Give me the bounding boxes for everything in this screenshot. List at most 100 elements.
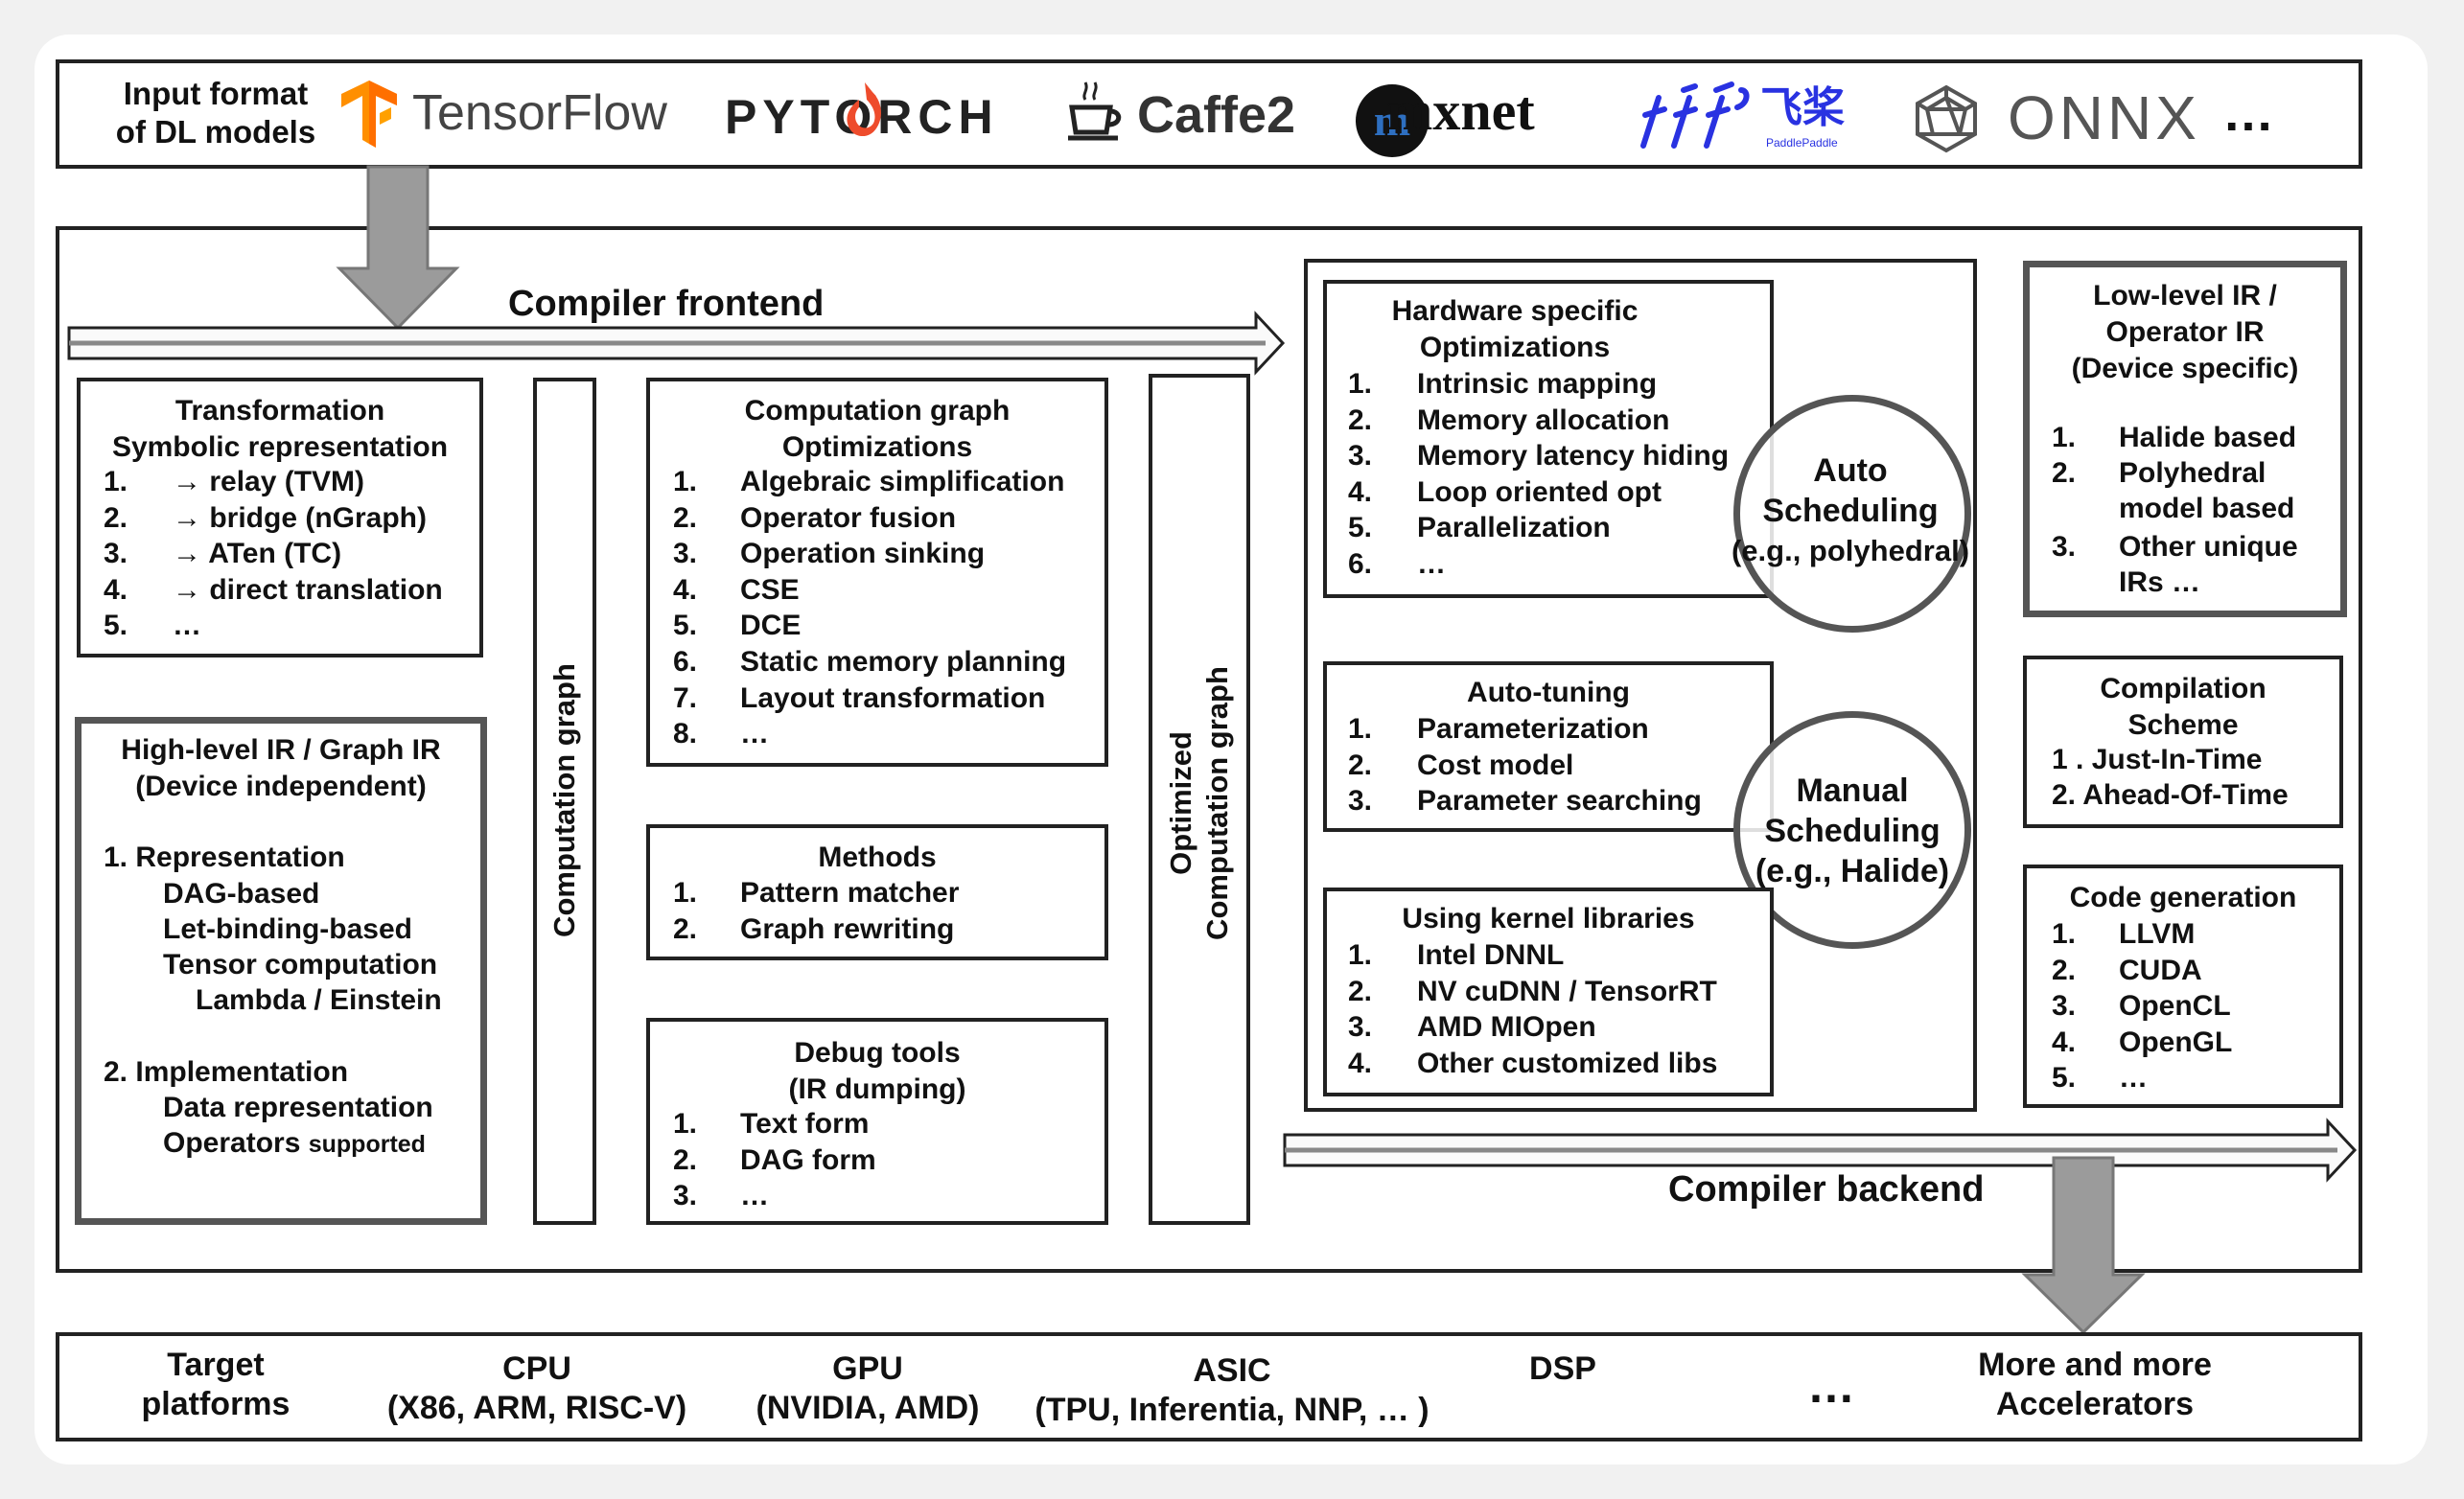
list-item-text: Parameterization — [1417, 713, 1649, 745]
list-item-text: → ATen (TC) — [173, 538, 342, 570]
target-cpu: CPU (X86, ARM, RISC-V) — [386, 1350, 687, 1426]
graph-optimizations-title: Computation graph Optimizations — [744, 395, 1011, 463]
list-item-text: … — [1417, 547, 1446, 580]
list-item-text: CSE — [740, 573, 800, 606]
targets-down-arrow — [2021, 1156, 2146, 1335]
low-level-ir-box — [2023, 261, 2347, 617]
list-item: 1.Pattern matcher — [673, 875, 1104, 911]
input-format-label: Input format of DL models — [115, 76, 316, 150]
representation-subitem-lambda: Lambda / Einstein — [196, 984, 442, 1016]
targets-label: Target platforms — [141, 1347, 291, 1422]
target-asic: ASIC (TPU, Inferentia, NNP, … ) — [1034, 1352, 1430, 1428]
target-more-accelerators: More and more Accelerators — [1978, 1347, 2212, 1422]
list-item-text: Parameter searching — [1417, 785, 1702, 818]
hardware-optimizations-title: Hardware specific Optimizations — [1391, 295, 1639, 363]
list-item-number: 2. — [1348, 975, 1373, 1007]
list-item-number: 2. — [673, 501, 698, 534]
list-item-number: 4. — [673, 573, 698, 606]
list-item-text: Algebraic simplification — [740, 466, 1065, 497]
list-item: 3.AMD MIOpen — [1348, 1009, 1770, 1046]
list-item: 4. OpenGL — [2052, 1025, 2330, 1061]
list-item-text: … — [173, 610, 201, 642]
frontend-title: Compiler frontend — [508, 284, 825, 324]
paddlepaddle-subname: PaddlePaddle — [1766, 136, 1838, 150]
list-item-text: Pattern matcher — [740, 877, 960, 909]
list-item: 2.DAG form — [673, 1142, 1104, 1179]
representation-item-tensor: Tensor computation — [163, 949, 438, 980]
list-item-text: → bridge (nGraph) — [173, 501, 427, 534]
list-item: 2. NV cuDNN / TensorRT — [1348, 974, 1770, 1010]
list-item: 8.… — [673, 716, 1104, 752]
list-item-number: 5. — [2052, 1062, 2077, 1095]
low-ir-item-2b: model based — [2119, 493, 2295, 524]
list-item: 4. CSE — [673, 572, 1104, 609]
representation-item-let: Let-binding-based — [163, 913, 412, 945]
low-ir-item-2a: Polyhedral — [2119, 457, 2266, 489]
list-item-text: NV cuDNN / TensorRT — [1417, 975, 1717, 1007]
auto-scheduling-circle — [1733, 395, 1971, 633]
list-item: 2. Graph rewriting — [673, 911, 1104, 948]
list-item-text: OpenGL — [2119, 1026, 2233, 1058]
list-item-text: Operation sinking — [740, 538, 986, 570]
list-item-text: Layout transformation — [740, 681, 1046, 714]
optimized-graph-label: Optimized Computation graph — [1164, 666, 1234, 940]
list-item: 3.Parameter searching — [1348, 783, 1770, 819]
list-item: 3.OpenCL — [2052, 988, 2330, 1025]
list-item-number: 2. — [1348, 404, 1373, 436]
list-item-number: 1. — [2052, 918, 2077, 950]
list-item-number: 2. — [673, 1143, 698, 1176]
target-platforms-bar — [56, 1332, 2362, 1441]
list-item: 2. Memory allocation — [1348, 403, 1789, 439]
list-item-number: 1. — [1348, 713, 1373, 745]
list-item: 3. Operation sinking — [673, 536, 1104, 572]
low-ir-num-3: 3. — [2052, 531, 2077, 563]
list-item-number: 2. — [673, 912, 698, 945]
mxnet-name: mxnet — [1386, 80, 1535, 142]
list-item-number: 7. — [673, 681, 698, 714]
auto-tuning-title: Auto-tuning — [1467, 677, 1630, 708]
backend-title: Compiler backend — [1668, 1169, 1985, 1210]
list-item-text: Intel DNNL — [1417, 939, 1565, 971]
list-item: 1.Intrinsic mapping — [1348, 366, 1789, 403]
list-item-text: → direct translation — [173, 573, 443, 606]
list-item: 4.Other customized libs — [1348, 1046, 1770, 1082]
list-item-number: 3. — [673, 538, 698, 570]
list-item-number: 1. — [673, 466, 698, 497]
list-item: 2.Cost model — [1348, 748, 1770, 784]
list-item-text: … — [740, 1180, 769, 1212]
list-item: 1.→ relay (TVM) — [104, 464, 477, 500]
list-item: 4.→ direct translation — [104, 572, 477, 609]
list-item-text: Memory allocation — [1417, 404, 1670, 436]
high-level-ir-title: High-level IR / Graph IR (Device indepen… — [121, 734, 441, 802]
list-item-number: 1. — [1348, 368, 1373, 400]
transformation-list: 1.→ relay (TVM)2.→ bridge (nGraph)3.→ AT… — [104, 464, 477, 644]
computation-graph-label: Computation graph — [547, 663, 581, 937]
list-item: 1. Parameterization — [1348, 711, 1770, 748]
targets-ellipsis: … — [1807, 1359, 1855, 1413]
graph-optimizations-box — [646, 378, 1108, 767]
list-item: 5.… — [2052, 1060, 2330, 1096]
graph-optimizations-list: 1. Algebraic simplification 2. Operator fus… — [673, 464, 1104, 752]
low-ir-item-3a: Other unique — [2119, 531, 2298, 563]
list-item-text: Graph rewriting — [740, 912, 955, 945]
list-item-number: 5. — [673, 610, 698, 642]
transformation-box — [77, 378, 483, 657]
list-item-number: 3. — [1348, 440, 1373, 473]
low-ir-num-1: 1. — [2052, 422, 2077, 453]
compilation-aot: 2. Ahead-Of-Time — [2052, 779, 2289, 811]
list-item-number: 4. — [2052, 1026, 2077, 1058]
code-generation-title: Code generation — [2069, 882, 2297, 913]
list-item-text: Operator fusion — [740, 501, 957, 534]
low-ir-item-3b: IRs … — [2119, 566, 2201, 598]
implementation-item-data: Data representation — [163, 1092, 433, 1123]
list-item-number: 3. — [2052, 990, 2077, 1023]
methods-title: Methods — [818, 842, 937, 873]
input-down-arrow — [336, 165, 460, 331]
auto-scheduling-label: Auto Scheduling (e.g., polyhedral) — [1731, 452, 1970, 567]
auto-tuning-box — [1323, 661, 1774, 832]
list-item: 1.LLVM — [2052, 916, 2330, 953]
list-item-text: Static memory planning — [740, 645, 1067, 678]
paddlepaddle-name: 飞桨 — [1760, 84, 1845, 131]
